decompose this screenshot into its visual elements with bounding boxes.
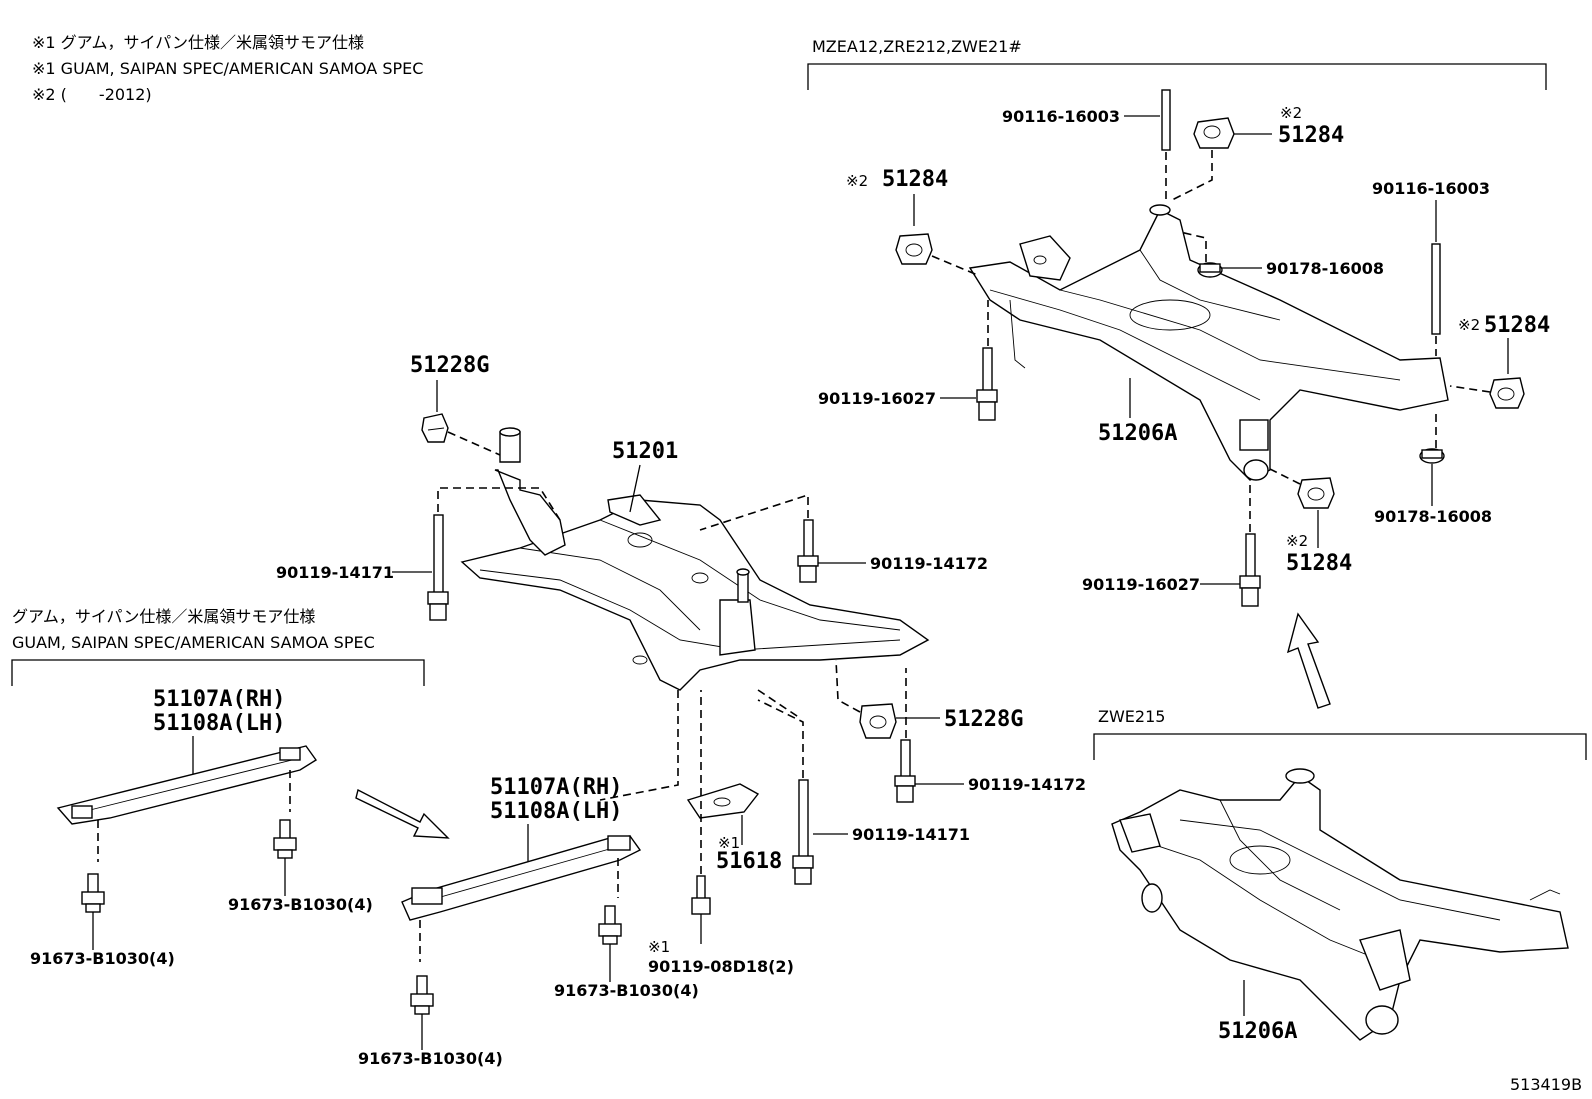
part-51108a-1: 51108A(LH) (153, 711, 285, 736)
bolt-91673-c (410, 975, 434, 1015)
dash-51228g-a (447, 431, 501, 456)
part-51228g-b: 51228G (944, 707, 1023, 732)
part-90116-16003-a: 90116-16003 (1002, 107, 1120, 126)
group-bracket-mzea (807, 63, 1547, 90)
dash-51228g-b (835, 659, 861, 713)
stud-90116-16003-top (1161, 89, 1171, 151)
group-label-zwe215: ZWE215 (1098, 707, 1165, 726)
group-label-guam-en: GUAM, SAIPAN SPEC/AMERICAN SAMOA SPEC (12, 633, 375, 652)
bushing-51284-right (1489, 377, 1525, 409)
dash-51284-right (1449, 385, 1491, 393)
bolt-90119-16027-left (976, 347, 998, 421)
dash-51284-left (931, 255, 981, 277)
figure-id: 513419B (1510, 1075, 1582, 1094)
part-90119-08d18: 90119-08D18(2) (648, 957, 794, 976)
bolt-91673-a (81, 873, 105, 913)
front-crossmember-illustration (460, 427, 930, 691)
group-bracket-zwe215 (1093, 733, 1587, 760)
part-90116-16003-b: 90116-16003 (1372, 179, 1490, 198)
note1-jp: ※1 グアム，サイパン仕様／米属領サモア仕様 (32, 33, 364, 52)
dash-16008-a (1179, 231, 1207, 262)
part-51206a-b: 51206A (1218, 1019, 1297, 1044)
part-51107a-2: 51107A(RH) (490, 775, 622, 800)
part-51284-left: 51284 (882, 167, 948, 192)
bushing-51284-top (1193, 117, 1235, 149)
bushing-51228g-upper (421, 413, 449, 443)
bolt-90119-14171-middle (792, 779, 814, 885)
bolt-90119-14172-lower (894, 739, 916, 803)
part-90178-16008-b: 90178-16008 (1374, 507, 1492, 526)
part-91673-c: 91673-B1030(4) (358, 1049, 503, 1068)
bolt-90119-14171-left (427, 514, 449, 621)
note1-en: ※1 GUAM, SAIPAN SPEC/AMERICAN SAMOA SPEC (32, 59, 423, 78)
arrow-up-icon (1286, 612, 1331, 709)
bolt-90119-14172-upper (797, 519, 819, 583)
dash-14172-a (699, 493, 809, 531)
bushing-51284-bottom (1297, 477, 1335, 509)
dash-brace-link-2 (757, 689, 801, 719)
part-51201: 51201 (612, 439, 678, 464)
group-label-mzea: MZEA12,ZRE212,ZWE21# (812, 37, 1022, 56)
group-label-guam-jp: グアム，サイパン仕様／米属領サモア仕様 (12, 607, 315, 626)
part-90119-14172-a: 90119-14172 (870, 554, 988, 573)
dash-51284-bottom (1267, 467, 1301, 485)
part-51618: 51618 (716, 849, 782, 874)
nut-90178-16008-lower (1419, 448, 1445, 464)
part-51284-bottom: 51284 (1286, 551, 1352, 576)
leader-51201 (629, 464, 641, 513)
plate-51618 (686, 783, 760, 819)
bolt-90119-16027-right (1239, 533, 1261, 607)
mark-08d18: ※1 (648, 938, 670, 956)
dash-brace-link (599, 690, 679, 801)
mark-51284-left: ※2 (846, 172, 868, 190)
bushing-51284-left (895, 233, 933, 265)
mark-51284-right: ※2 (1458, 316, 1480, 334)
part-51228g-a: 51228G (410, 353, 489, 378)
part-90119-14171-b: 90119-14171 (852, 825, 970, 844)
mark-51284-bottom: ※2 (1286, 532, 1308, 550)
dash-14171-a (437, 487, 561, 521)
part-91673-b: 91673-B1030(4) (228, 895, 373, 914)
part-91673-d: 91673-B1030(4) (554, 981, 699, 1000)
zwe215-crossmember-illustration (1111, 768, 1569, 1041)
rear-crossmember-illustration (968, 204, 1449, 481)
part-90119-16027-a: 90119-16027 (818, 389, 936, 408)
part-90119-14172-b: 90119-14172 (968, 775, 1086, 794)
part-51108a-2: 51108A(LH) (490, 799, 622, 824)
nut-90178-16008-upper (1197, 262, 1223, 278)
group-bracket-guam (11, 659, 425, 686)
brace-51107a-guam (56, 745, 318, 825)
mark-51284-top: ※2 (1280, 104, 1302, 122)
dash-14171-b (757, 699, 804, 778)
bolt-91673-b (273, 819, 297, 859)
part-51206a-a: 51206A (1098, 421, 1177, 446)
part-91673-a: 91673-B1030(4) (30, 949, 175, 968)
bushing-51228g-lower (859, 703, 897, 739)
mark-51618: ※1 (718, 834, 740, 852)
part-51107a-1: 51107A(RH) (153, 687, 285, 712)
brace-51107a (401, 835, 642, 921)
part-51284-top: 51284 (1278, 123, 1344, 148)
part-90119-16027-b: 90119-16027 (1082, 575, 1200, 594)
stud-90116-16003-right (1431, 243, 1441, 335)
bolt-91673-d (598, 905, 622, 945)
part-51284-right: 51284 (1484, 313, 1550, 338)
part-90178-16008-a: 90178-16008 (1266, 259, 1384, 278)
dash-51284-top (1171, 150, 1213, 201)
arrow-right-icon (355, 788, 450, 839)
note2: ※2 ( -2012) (32, 85, 152, 104)
bolt-90119-08d18 (691, 875, 711, 915)
part-90119-14171-a: 90119-14171 (276, 563, 394, 582)
